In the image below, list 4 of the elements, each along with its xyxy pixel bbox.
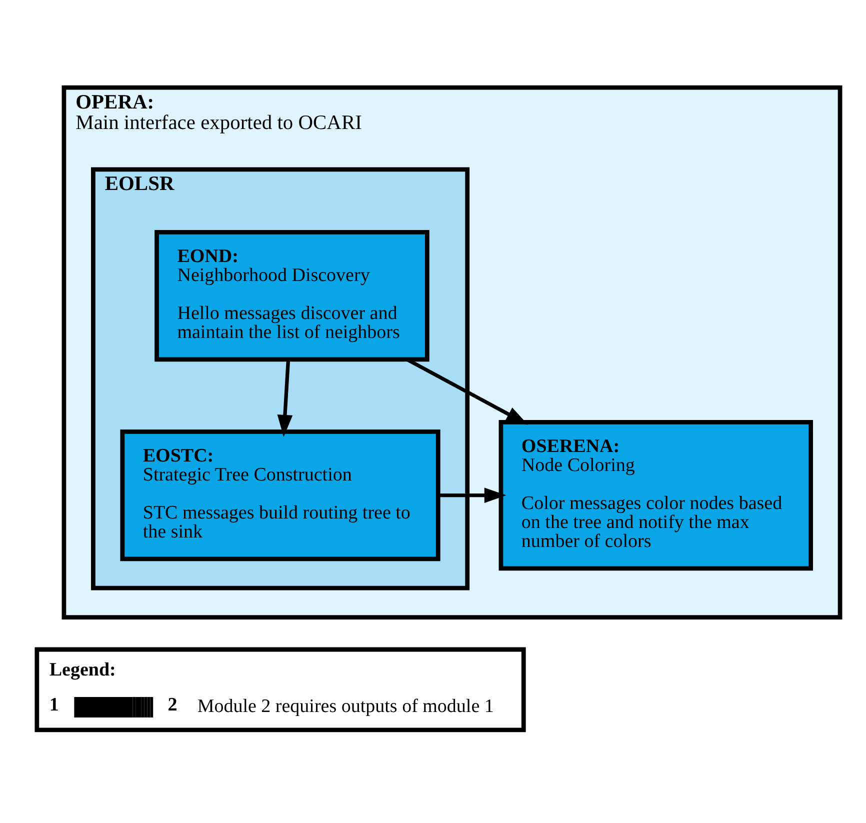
legend-label: Module 2 requires outputs of module 1 [197, 696, 494, 717]
label: 2 [168, 694, 178, 716]
label: 1 [49, 694, 59, 716]
label: Legend: [49, 659, 116, 680]
